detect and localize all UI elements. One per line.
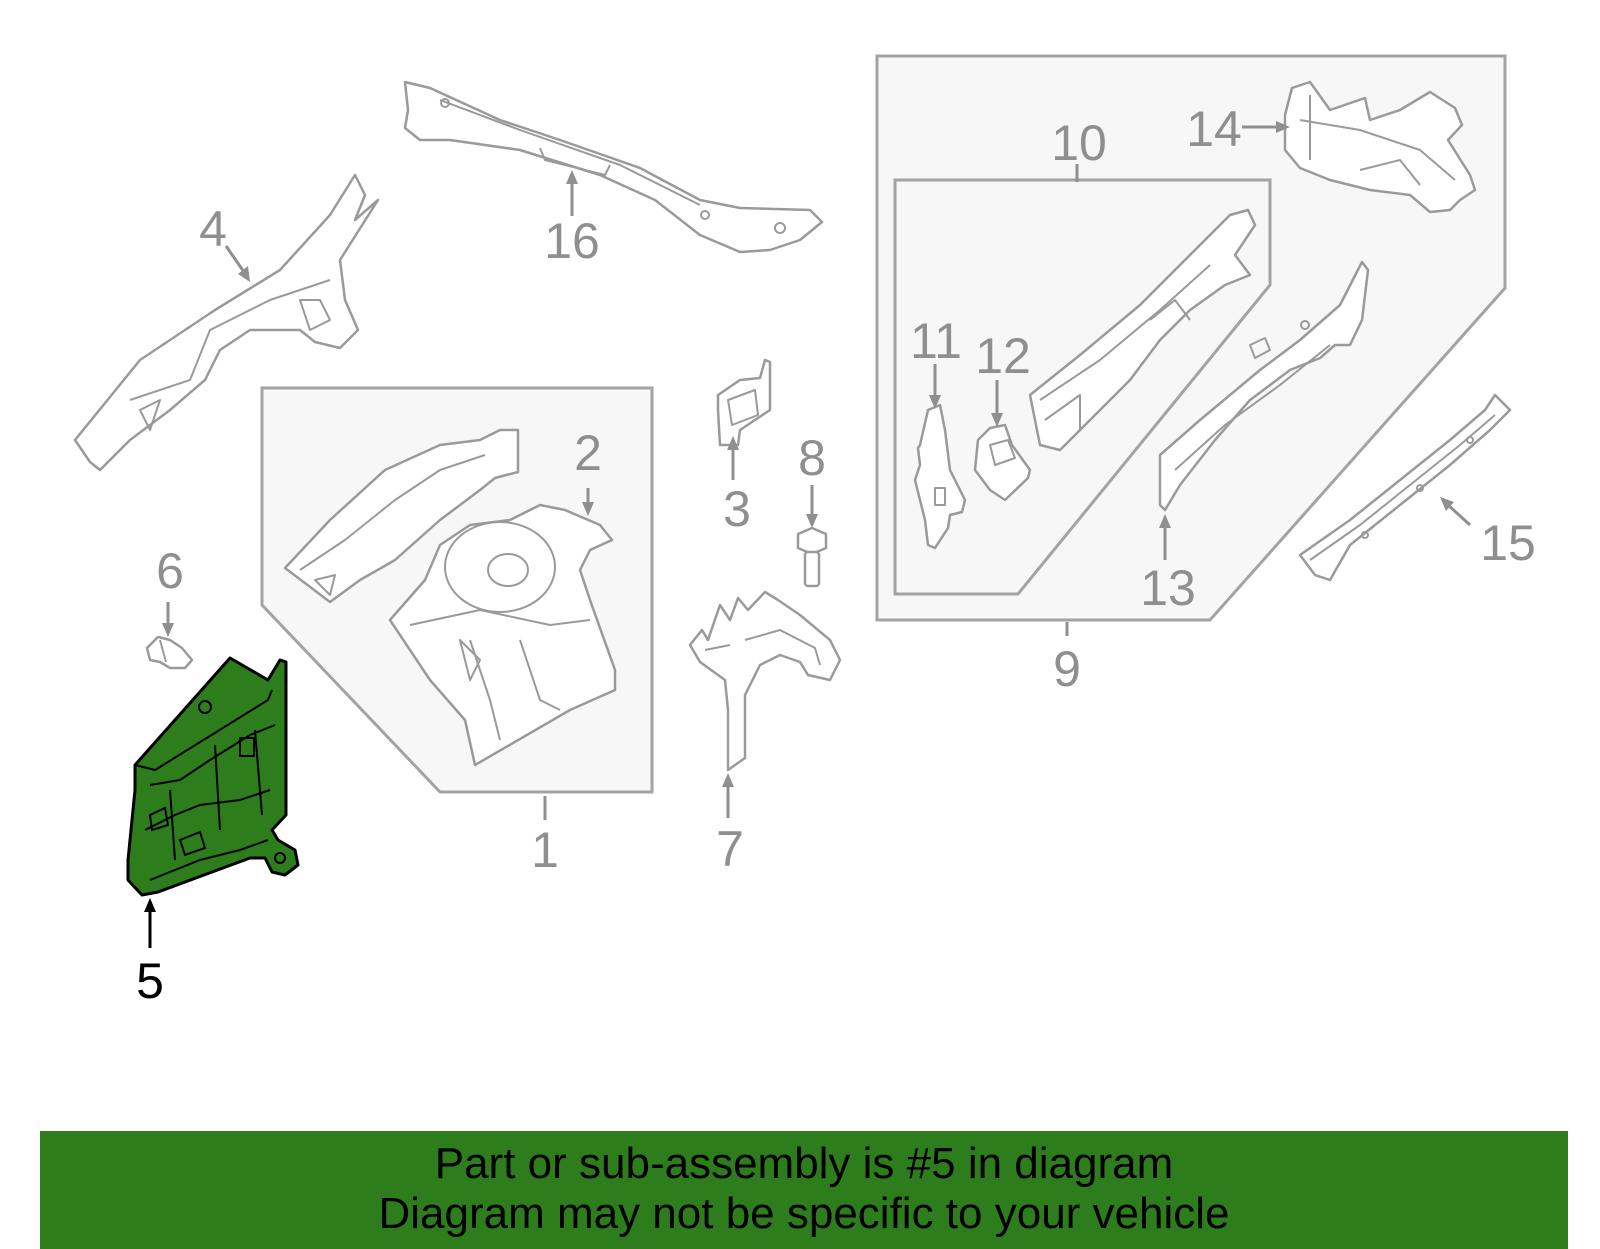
callout-14: 14 [1186,101,1242,157]
callout-11: 11 [910,313,962,369]
callout-7: 7 [716,821,744,877]
part-10-side-member[interactable] [1028,208,1257,452]
callout-9: 9 [1053,641,1081,697]
parts-diagram: 16 4 2 3 8 6 1 7 5 9 10 11 12 13 14 15 [73,54,1536,1009]
callout-1: 1 [531,822,559,878]
callout-10: 10 [1051,115,1107,171]
part-13-reinforcement[interactable] [1158,260,1370,512]
callout-13: 13 [1140,560,1196,616]
callout-4: 4 [199,201,227,257]
part-4-rail[interactable] [73,173,380,472]
callout-5: 5 [136,953,164,1009]
callout-2: 2 [574,425,602,481]
leader-lines [144,121,1472,948]
part-8-bolt[interactable] [796,526,828,588]
callout-12: 12 [975,328,1031,384]
part-15-rail[interactable] [1298,393,1512,582]
banner-line-part: Part or sub-assembly is #5 in diagram [434,1139,1174,1188]
part-6-clip[interactable] [145,635,194,670]
callout-16: 16 [544,213,600,269]
part-7-bracket[interactable] [688,590,842,772]
callout-6: 6 [156,543,184,599]
part-5-panel-highlighted[interactable] [126,656,300,897]
part-16-crossmember[interactable] [403,80,824,254]
part-1-apron[interactable] [283,428,617,767]
callout-15: 15 [1480,515,1536,571]
callout-8: 8 [798,430,826,486]
part-11-bracket[interactable] [913,403,967,550]
part-12-bracket[interactable] [973,423,1032,502]
part-3-bracket[interactable] [716,358,772,447]
part-14-extension[interactable] [1283,80,1477,214]
callout-3: 3 [723,481,751,537]
banner-line-disclaimer: Diagram may not be specific to your vehi… [378,1189,1230,1238]
notice-banner: Part or sub-assembly is #5 in diagram Di… [40,1131,1568,1249]
